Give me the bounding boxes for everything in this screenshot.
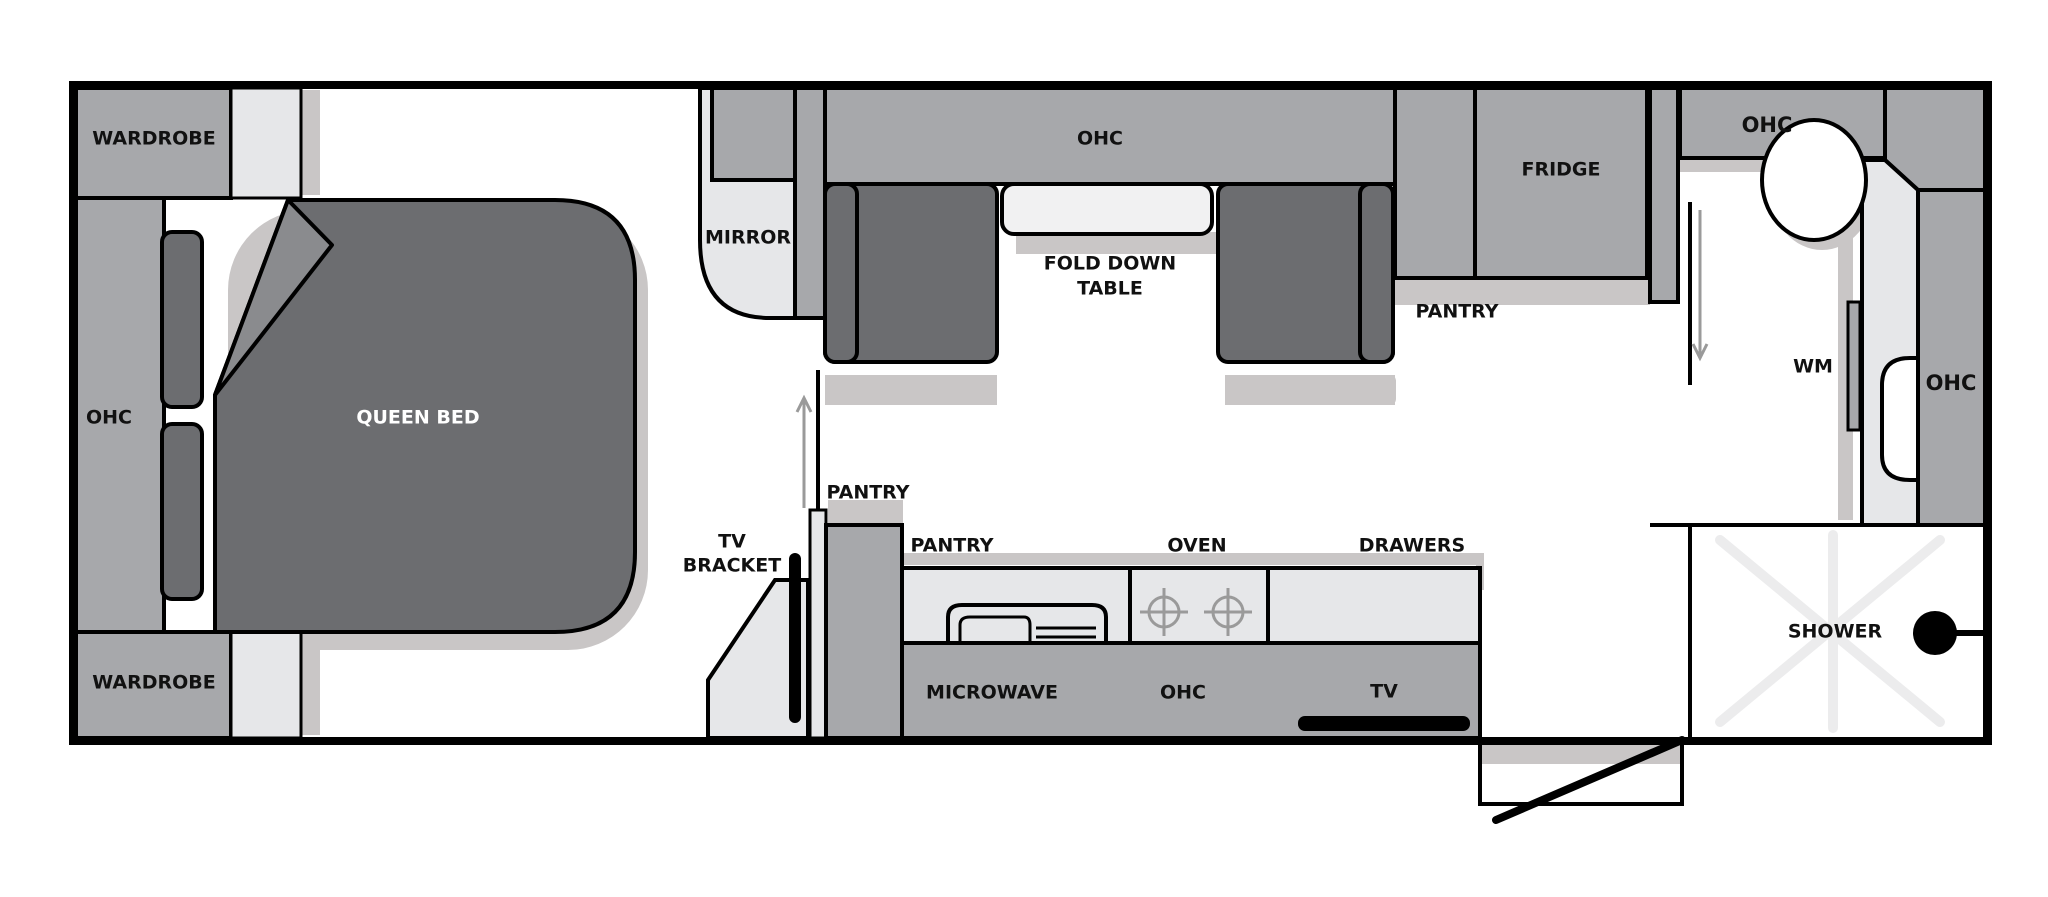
tv-bracket: [789, 553, 801, 723]
label-oven: OVEN: [1167, 535, 1226, 557]
mirror-cabinet: [710, 86, 797, 182]
bathroom: [1650, 86, 1987, 742]
bathroom-wall-panel: [1648, 86, 1680, 304]
tv: [1298, 716, 1470, 731]
wardrobe-top-strip: [229, 86, 303, 200]
headboard-pillow-bottom: [160, 422, 204, 601]
cooktop-burner-left: [1140, 588, 1188, 636]
label-mirror: MIRROR: [705, 227, 791, 249]
queen-bed: [213, 198, 637, 634]
label-microwave: MICROWAVE: [926, 682, 1058, 704]
label-ohc-bed-wall: OHC: [86, 407, 132, 429]
headboard-pillow-top: [160, 230, 204, 409]
label-pantry-kitchen: PANTRY: [910, 535, 993, 557]
label-tv: TV: [1370, 681, 1398, 703]
label-fridge: FRIDGE: [1521, 159, 1600, 181]
label-pantry-fridge: PANTRY: [1415, 301, 1498, 323]
outer-wall: [69, 81, 1992, 745]
label-ohc-kitchen: OHC: [1160, 682, 1206, 704]
bathroom-sink: [1880, 356, 1920, 482]
dinette-end-panel: [793, 86, 827, 320]
entry-step: [1478, 742, 1684, 806]
wardrobe-bottom-strip: [229, 630, 303, 740]
label-ohc-bathroom-top: OHC: [1742, 113, 1793, 137]
ohc-dinette: [823, 86, 1397, 186]
label-wardrobe-bottom: WARDROBE: [92, 672, 215, 694]
label-shower: SHOWER: [1788, 621, 1883, 643]
label-queen-bed: QUEEN BED: [356, 407, 479, 429]
ohc-bed-wall: [74, 196, 166, 634]
toilet: [1760, 118, 1868, 242]
label-tv-bracket-2: BRACKET: [683, 555, 781, 577]
kitchen-sink: [946, 603, 1108, 643]
labels: WARDROBE WARDROBE OHC QUEEN BED MIRROR O…: [86, 113, 1976, 704]
door-jamb: [808, 508, 828, 740]
shower-drain-cross: [1715, 530, 1945, 733]
fridge: [1473, 86, 1649, 280]
kitchen-area: [706, 370, 1686, 824]
door-arrow-head-up: [795, 394, 813, 413]
kitchen-sink-bowl: [958, 615, 1032, 643]
label-pantry-tall: PANTRY: [826, 482, 909, 504]
dinette-seat-right-arm: [1358, 182, 1395, 364]
door-arrow-head-down: [1691, 343, 1709, 362]
pantry-tall: [824, 523, 904, 740]
cooktop-burner-right: [1204, 588, 1252, 636]
washing-machine-edge: [1846, 300, 1862, 432]
bed-fold: [213, 198, 334, 397]
dinette-area: [698, 86, 1680, 364]
entry-door-swing: [1492, 736, 1686, 824]
pantry-fridge: [1393, 86, 1477, 280]
dinette-seat-left-arm: [823, 182, 859, 364]
label-fold-down-table-1: FOLD DOWN: [1044, 253, 1176, 275]
label-wm: WM: [1793, 356, 1833, 378]
label-ohc-dinette: OHC: [1077, 128, 1123, 150]
label-ohc-bathroom-side: OHC: [1926, 371, 1977, 395]
label-drawers: DRAWERS: [1359, 535, 1466, 557]
fold-down-table: [1000, 182, 1214, 236]
label-tv-bracket-1: TV: [718, 531, 746, 553]
label-wardrobe-top: WARDROBE: [92, 128, 215, 150]
ohc-bathroom-side: [1916, 188, 1987, 527]
label-fold-down-table-2: TABLE: [1077, 278, 1143, 300]
